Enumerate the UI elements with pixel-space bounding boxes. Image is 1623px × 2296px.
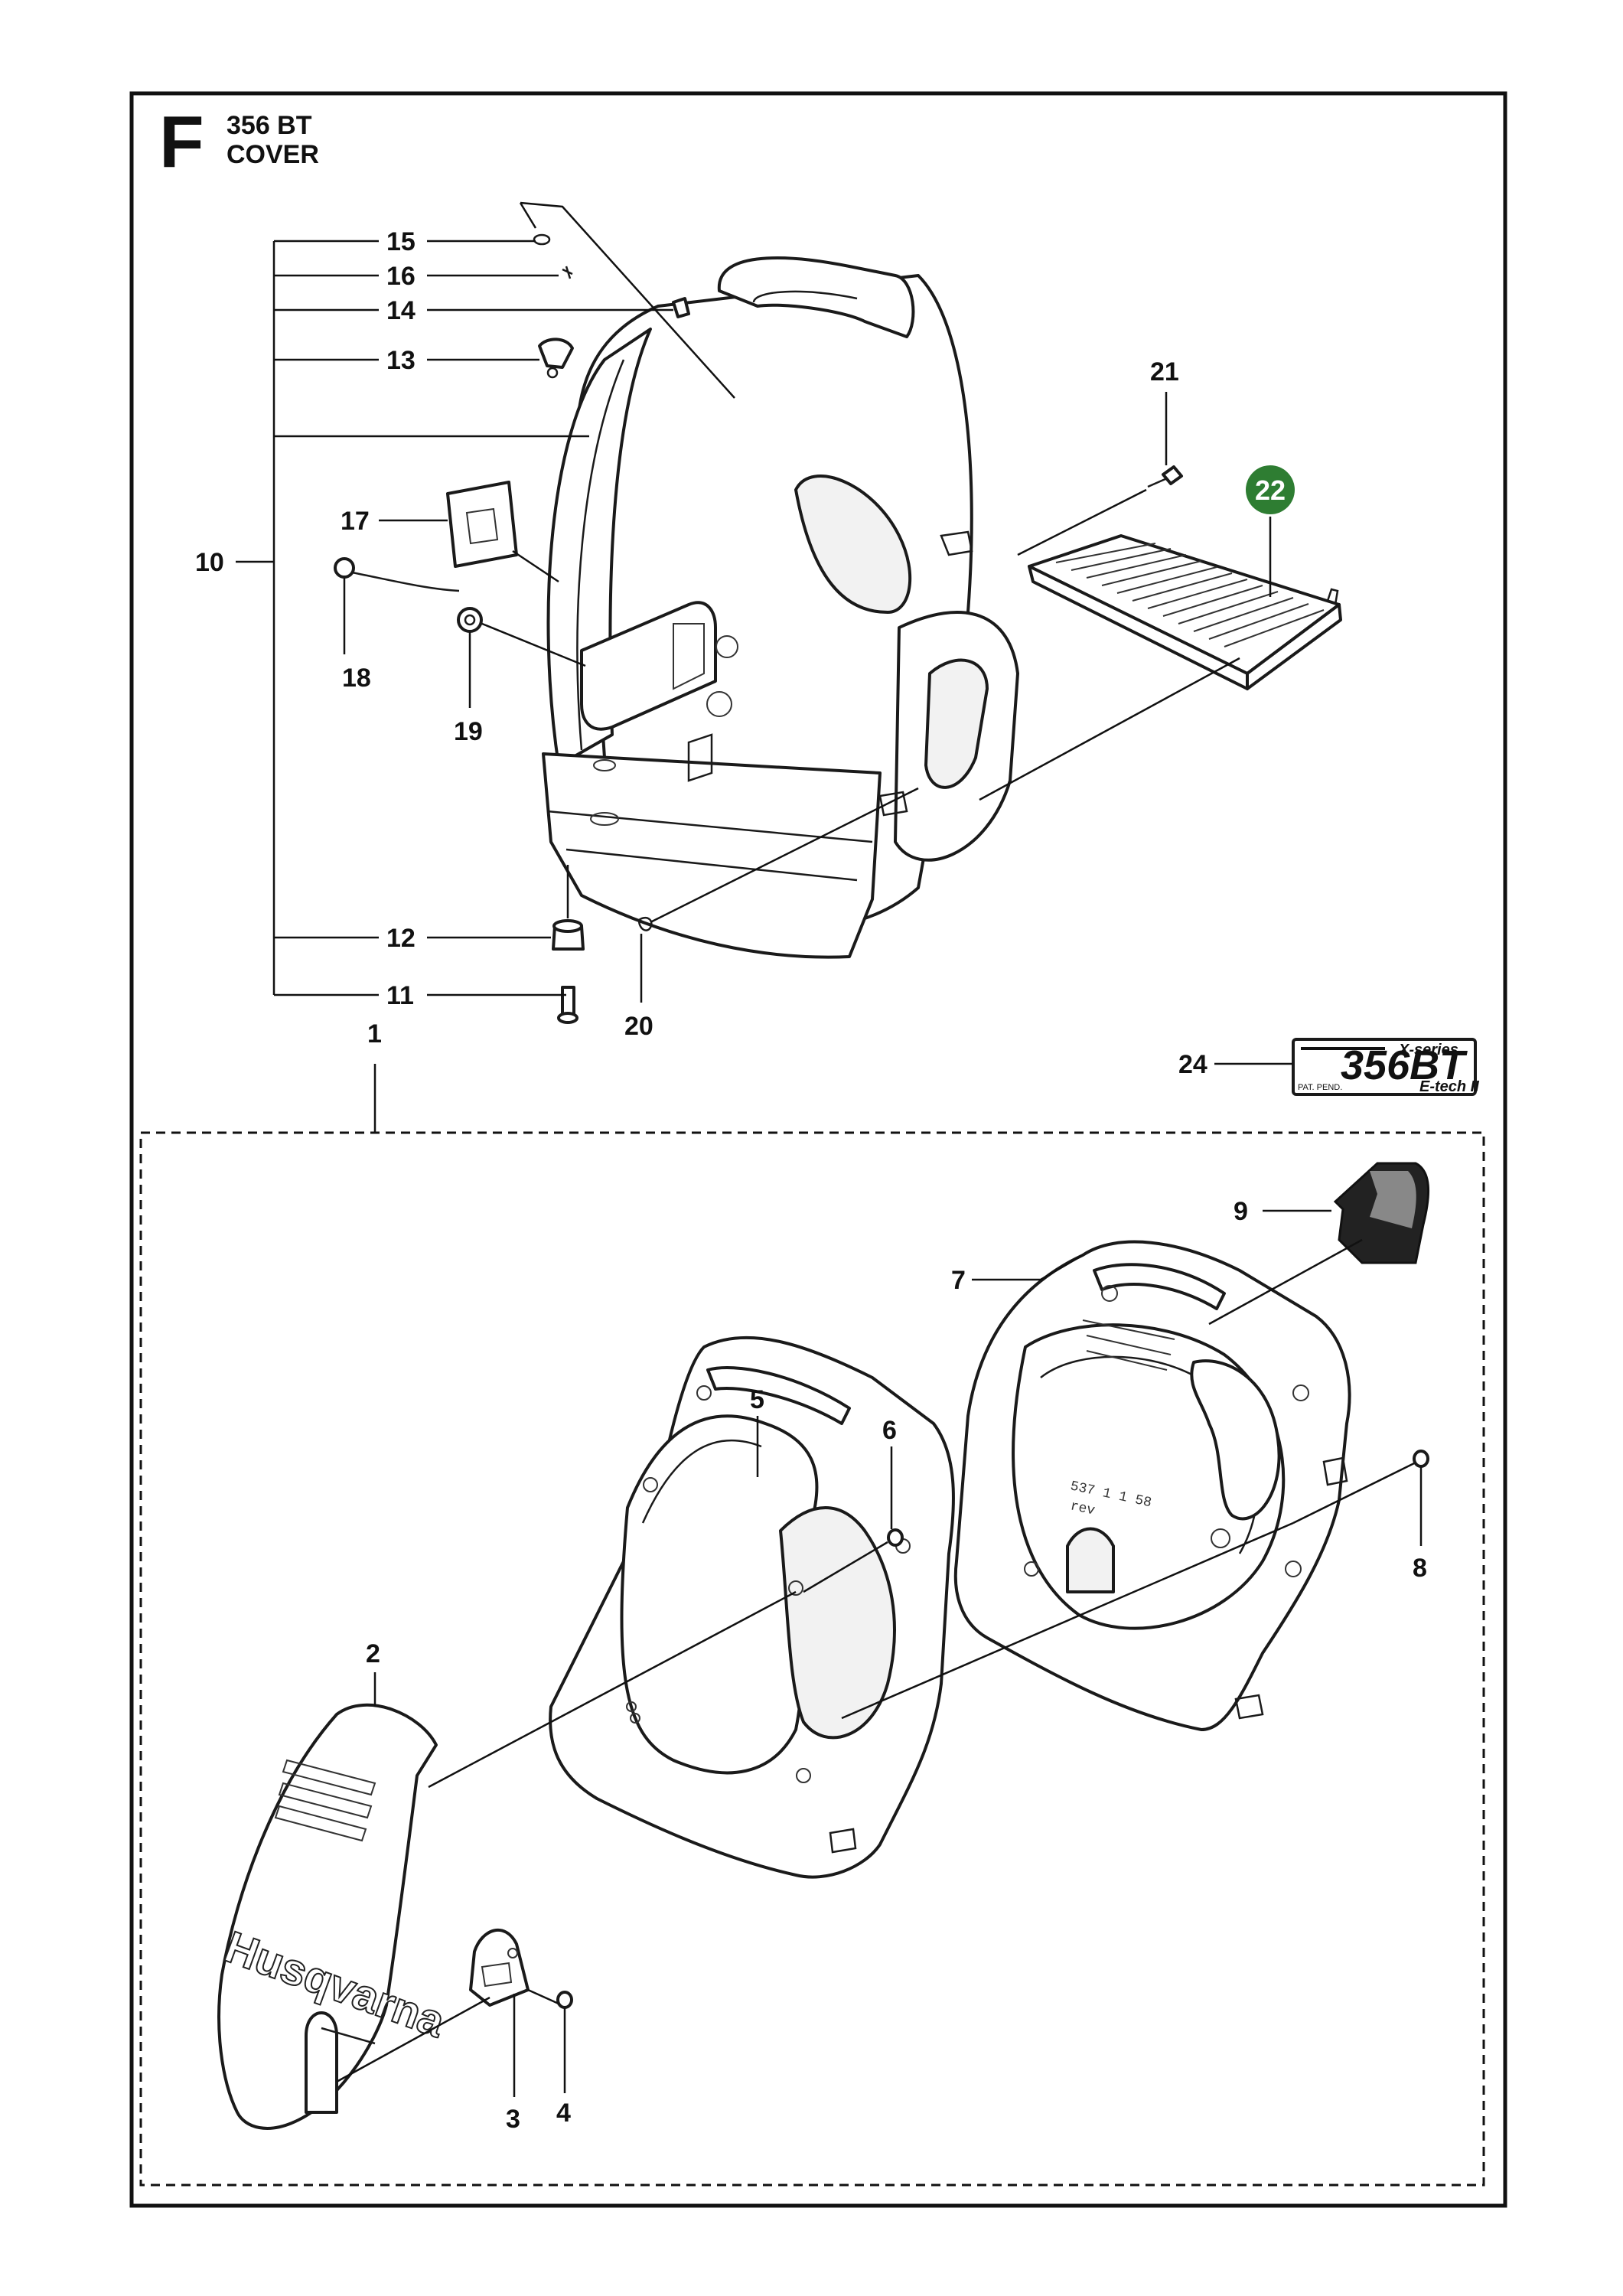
callout-13: 13 bbox=[386, 346, 416, 375]
decal-patent: PAT. PEND. bbox=[1298, 1083, 1342, 1092]
leader-lines bbox=[236, 201, 1423, 2097]
callout-2: 2 bbox=[366, 1639, 380, 1668]
backpack-frame-part bbox=[542, 256, 1019, 959]
callout-8: 8 bbox=[1413, 1554, 1427, 1583]
callout-22: 22 bbox=[1255, 475, 1286, 506]
callout-15: 15 bbox=[386, 227, 416, 256]
callout-21: 21 bbox=[1150, 357, 1179, 386]
callout-3: 3 bbox=[506, 2105, 520, 2134]
decal-series: X-series bbox=[1398, 1042, 1458, 1058]
model-decal-part: X-series 356BT PAT. PEND. E-tech II bbox=[1292, 1038, 1479, 1096]
group-title: COVER bbox=[227, 140, 319, 169]
callout-9: 9 bbox=[1234, 1197, 1248, 1226]
callout-6: 6 bbox=[882, 1416, 897, 1445]
decal-engine: E-tech II bbox=[1419, 1078, 1479, 1095]
callout-12: 12 bbox=[386, 924, 416, 953]
bracket-part bbox=[469, 1928, 530, 2007]
callout-4: 4 bbox=[556, 2099, 571, 2128]
front-cover-part: Husqvarna bbox=[217, 1703, 452, 2130]
sticker-part bbox=[1333, 1162, 1430, 1264]
fan-housing-rear-part: 537 1 1 58 rev bbox=[953, 1240, 1351, 1731]
callout-19: 19 bbox=[454, 717, 483, 746]
highlight-badge bbox=[1246, 465, 1295, 514]
screw-washers bbox=[556, 1450, 1429, 2009]
callout-11: 11 bbox=[386, 981, 414, 1010]
callout-16: 16 bbox=[386, 262, 416, 291]
callout-20: 20 bbox=[624, 1012, 653, 1041]
callout-5: 5 bbox=[750, 1385, 764, 1414]
hardware-small-parts bbox=[334, 233, 1183, 1024]
callout-24: 24 bbox=[1178, 1050, 1207, 1079]
section-letter: F bbox=[159, 101, 204, 183]
callout-labels: 15 16 14 13 10 17 18 19 12 11 1 20 21 22… bbox=[195, 227, 1427, 2134]
callout-7: 7 bbox=[951, 1266, 966, 1295]
callout-17: 17 bbox=[341, 507, 370, 536]
callout-18: 18 bbox=[342, 664, 371, 693]
callout-1: 1 bbox=[367, 1019, 382, 1049]
outer-frame bbox=[129, 91, 1507, 2208]
callout-10: 10 bbox=[195, 548, 224, 577]
decal-model: 356BT bbox=[1341, 1042, 1468, 1088]
model-title: 356 BT bbox=[227, 111, 312, 140]
tool-basket-part bbox=[1028, 534, 1342, 690]
fan-housing-middle-part bbox=[549, 1336, 955, 1879]
callout-14: 14 bbox=[386, 296, 416, 325]
subassembly-box bbox=[139, 1131, 1485, 2187]
